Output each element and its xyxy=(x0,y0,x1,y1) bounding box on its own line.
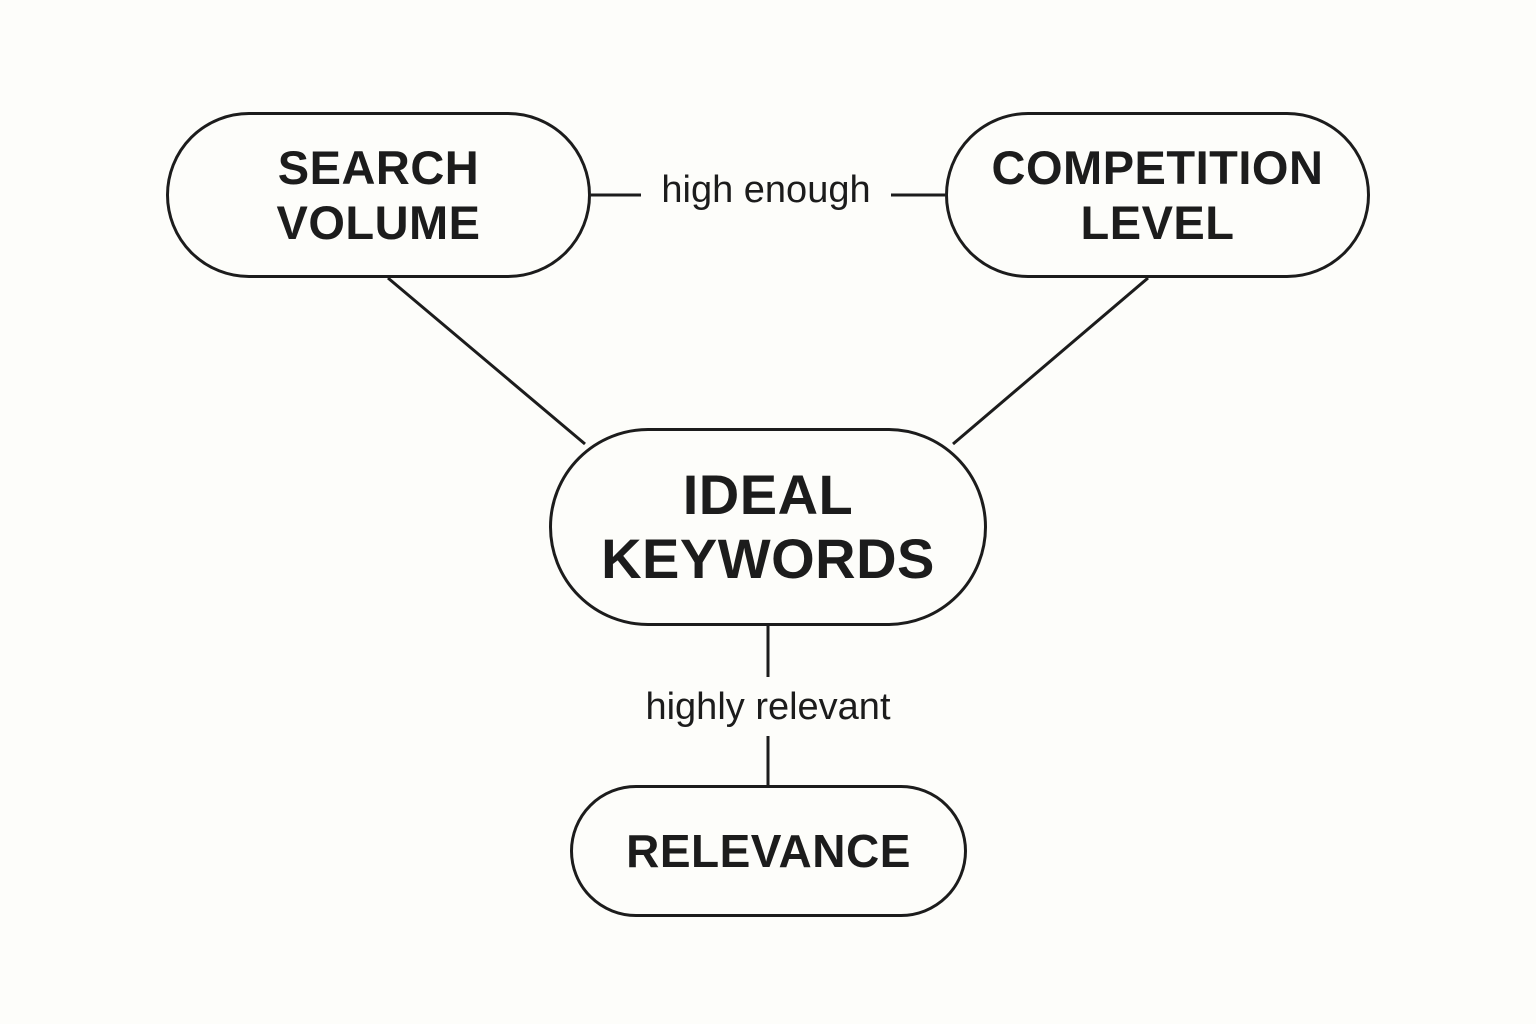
edge-volume-to-ideal xyxy=(387,276,586,446)
node-competition-level-line2: LEVEL xyxy=(1080,196,1235,249)
node-ideal-keywords: IDEAL KEYWORDS xyxy=(549,428,987,626)
edge-competition-to-ideal xyxy=(952,276,1149,446)
node-ideal-keywords-line1: IDEAL xyxy=(682,463,854,526)
edge-label-highly-relevant: highly relevant xyxy=(630,682,906,732)
node-ideal-keywords-line2: KEYWORDS xyxy=(601,527,935,590)
edge-label-high-enough: high enough xyxy=(641,166,891,214)
node-search-volume-line2: VOLUME xyxy=(276,196,481,249)
node-search-volume-line1: SEARCH xyxy=(277,141,480,194)
node-relevance-line1: RELEVANCE xyxy=(626,825,911,877)
node-competition-level-line1: COMPETITION xyxy=(991,141,1324,194)
node-search-volume: SEARCH VOLUME xyxy=(166,112,591,278)
node-relevance: RELEVANCE xyxy=(570,785,967,917)
node-competition-level: COMPETITION LEVEL xyxy=(945,112,1370,278)
